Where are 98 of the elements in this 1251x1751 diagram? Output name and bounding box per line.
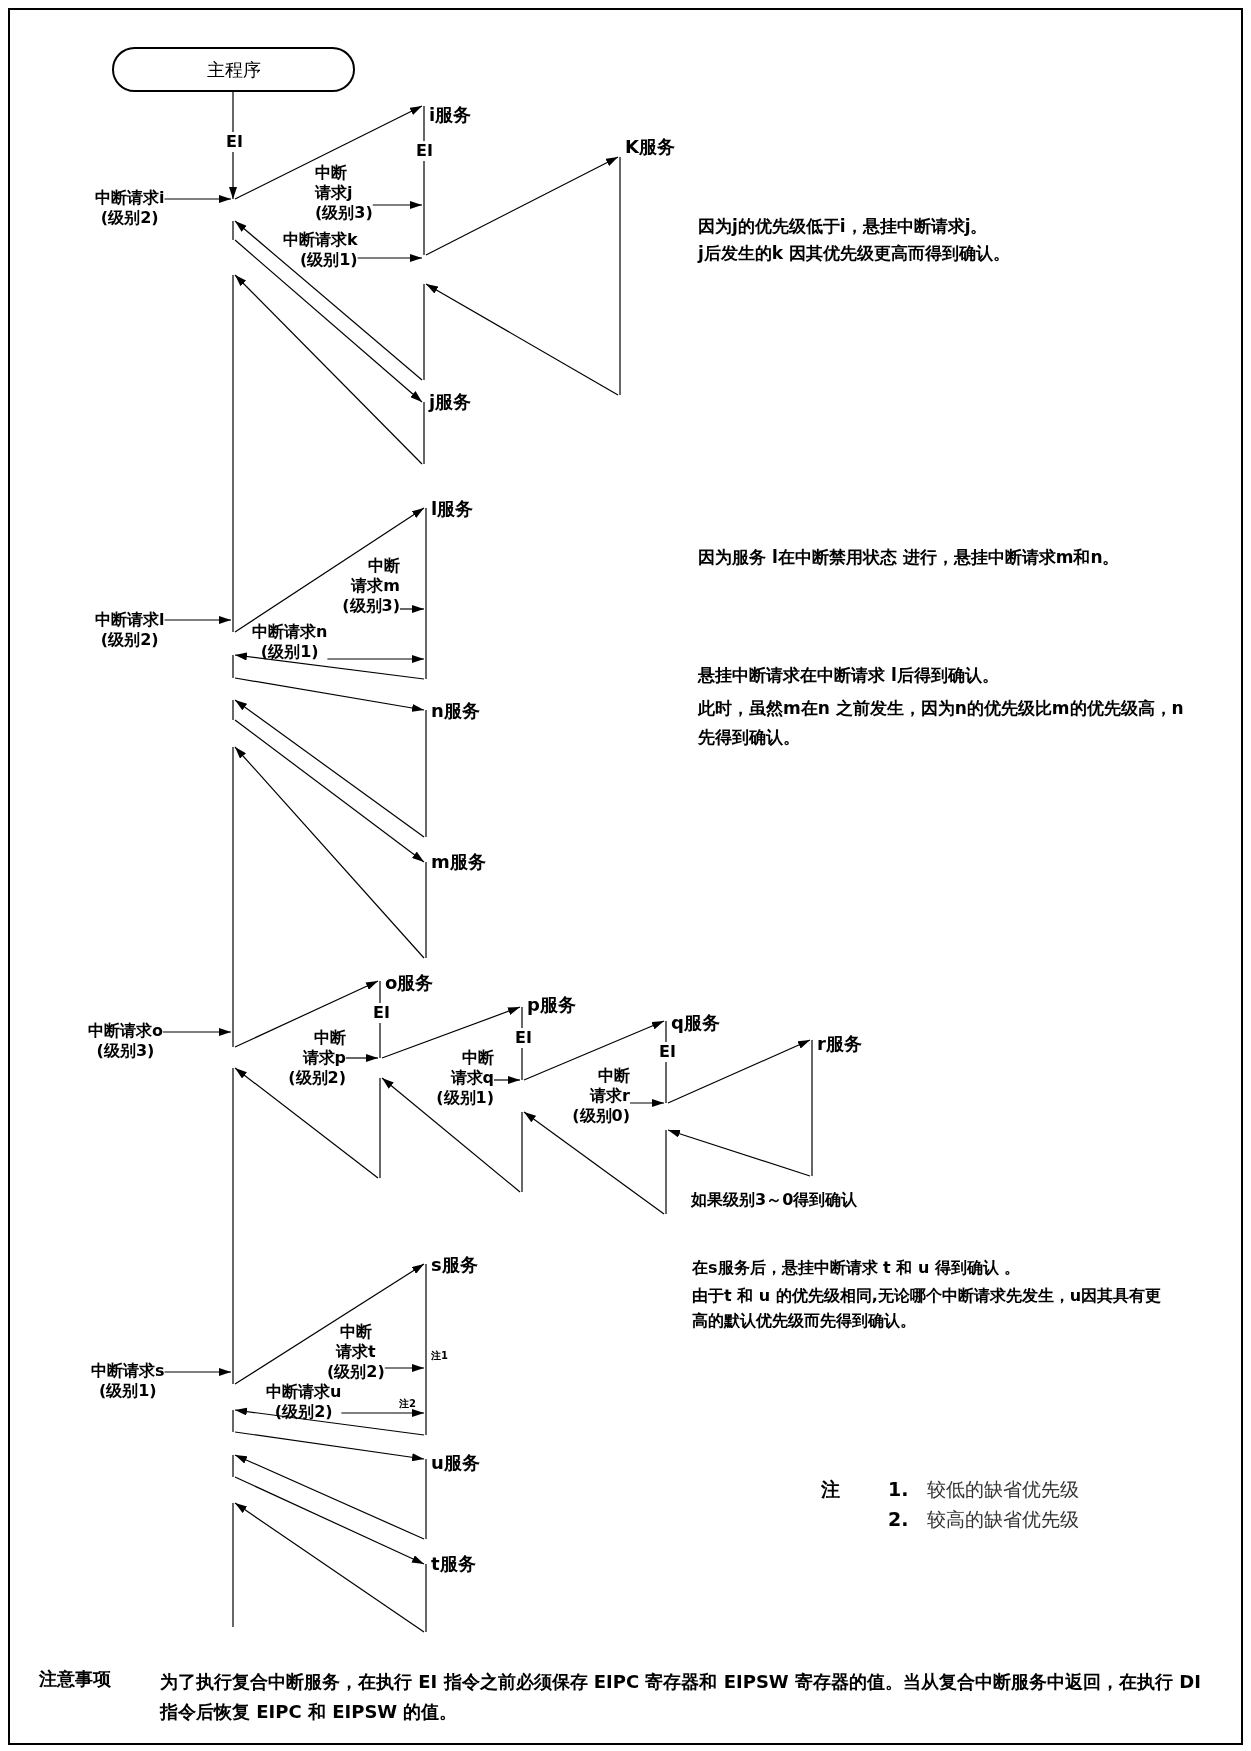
- arrow: [425, 156, 619, 256]
- arrow: [234, 746, 425, 959]
- instruction-label: EI: [372, 1003, 391, 1023]
- note-text: 较高的缺省优先级: [927, 1507, 1079, 1531]
- arrow: [234, 719, 425, 863]
- interrupt-request-label: 中断请求k (级别1): [283, 230, 358, 270]
- interrupt-request-label: 中断请求q (级别1): [436, 1048, 494, 1108]
- arrow: [345, 1054, 379, 1062]
- arrow: [381, 1006, 521, 1059]
- note-heading: 注: [821, 1477, 840, 1501]
- arrow: [229, 91, 237, 200]
- interrupt-request-label: 中断请求r (级别0): [572, 1066, 630, 1126]
- note-number: 1.: [888, 1477, 909, 1501]
- footnote-mark: 注1: [431, 1349, 448, 1362]
- timeline-line: [424, 508, 428, 679]
- caution-text: 为了执行复合中断服务，在执行 EI 指令之前必须保存 EIPC 寄存器和 EIPSW 寄存器的值。当从复合中断服务中返回，在执行 DI 指令后恢复 EIPC 和 EIPSW 的值。: [160, 1670, 1202, 1724]
- arrow: [234, 652, 425, 680]
- arrow: [667, 1039, 811, 1104]
- instruction-label: EI: [514, 1028, 533, 1048]
- arrow: [162, 1028, 232, 1036]
- note-text: 因为j的优先级低于i，悬挂中断请求j。: [698, 216, 988, 237]
- service-label: q服务: [671, 1012, 720, 1034]
- note-number: 2.: [888, 1507, 909, 1531]
- service-label: s服务: [431, 1254, 478, 1276]
- arrow: [629, 1099, 665, 1107]
- arrow: [234, 980, 379, 1048]
- interrupt-request-label: 中断请求t (级别2): [327, 1322, 385, 1382]
- service-label: t服务: [431, 1553, 476, 1575]
- arrow: [234, 1431, 425, 1462]
- timeline-line: [810, 1040, 814, 1176]
- timeline-line: [424, 862, 428, 958]
- arrow: [234, 105, 423, 200]
- arrow: [340, 1409, 425, 1417]
- arrow: [234, 1476, 425, 1565]
- arrow: [326, 655, 425, 663]
- service-label: m服务: [431, 851, 486, 873]
- timeline-line: [424, 1564, 428, 1632]
- arrow: [667, 1129, 811, 1177]
- arrow: [234, 1407, 425, 1436]
- arrow: [234, 1067, 379, 1179]
- timeline-line: [424, 710, 428, 837]
- service-label: j服务: [429, 391, 472, 413]
- terminal-box: 主程序: [112, 47, 355, 92]
- note-text: 由于t 和 u 的优先级相同,无论哪个中断请求先发生，u因其具有更高的默认优先级而先得到确认。: [692, 1285, 1162, 1332]
- instruction-label: EI: [658, 1042, 677, 1062]
- service-label: o服务: [385, 972, 434, 994]
- service-label: i服务: [429, 104, 472, 126]
- caution-heading: 注意事项: [39, 1667, 111, 1690]
- timeline-line: [618, 157, 622, 395]
- arrow: [399, 605, 425, 613]
- arrow: [234, 677, 425, 712]
- service-label: n服务: [431, 700, 480, 722]
- service-label: p服务: [527, 994, 576, 1016]
- interrupt-request-label: 中断请求n (级别1): [252, 622, 328, 662]
- instruction-label: EI: [415, 141, 434, 161]
- note-text: 在s服务后，悬挂中断请求 t 和 u 得到确认 。: [692, 1258, 1021, 1278]
- interrupt-request-label: 中断请求l (级别2): [95, 610, 165, 650]
- arrow: [163, 195, 232, 203]
- service-label: K服务: [625, 136, 675, 158]
- note-text: 较低的缺省优先级: [927, 1477, 1079, 1501]
- arrow: [234, 699, 425, 838]
- note-text: 如果级别3～0得到确认: [691, 1190, 858, 1210]
- interrupt-request-label: 中断请求j (级别3): [315, 163, 373, 223]
- interrupt-request-label: 中断请求u (级别2): [266, 1382, 342, 1422]
- arrow: [357, 254, 423, 262]
- arrow: [234, 1454, 425, 1540]
- note-text: 因为服务 l在中断禁用状态 进行，悬挂中断请求m和n。: [698, 546, 1121, 569]
- arrow: [425, 283, 619, 396]
- service-label: r服务: [817, 1033, 862, 1055]
- footnote-mark: 注2: [399, 1397, 416, 1410]
- arrow: [523, 1111, 665, 1215]
- instruction-label: EI: [225, 132, 244, 152]
- interrupt-request-label: 中断请求i (级别2): [95, 188, 165, 228]
- arrow: [234, 1502, 425, 1633]
- service-label: u服务: [431, 1452, 480, 1474]
- timeline-line: [424, 1264, 428, 1435]
- timeline-line: [422, 402, 426, 464]
- interrupt-request-label: 中断请求p (级别2): [288, 1028, 346, 1088]
- arrow: [163, 1368, 232, 1376]
- arrow: [381, 1077, 521, 1193]
- interrupt-request-label: 中断请求s (级别1): [91, 1361, 165, 1401]
- timeline-line: [424, 1459, 428, 1539]
- arrow: [372, 201, 423, 209]
- arrow: [234, 507, 425, 633]
- arrow: [234, 220, 423, 381]
- arrow: [384, 1364, 425, 1372]
- arrow: [234, 1263, 425, 1385]
- service-label: l服务: [431, 498, 474, 520]
- note-text: 此时，虽然m在n 之前发生，因为n的优先级比m的优先级高，n先得到确认。: [698, 697, 1185, 749]
- arrow: [234, 274, 423, 465]
- arrow: [234, 239, 423, 403]
- arrow: [523, 1020, 665, 1081]
- note-text: j后发生的k 因其优先级更高而得到确认。: [698, 243, 1011, 264]
- arrow: [163, 616, 232, 624]
- note-text: 悬挂中断请求在中断请求 l后得到确认。: [698, 665, 999, 686]
- interrupt-request-label: 中断请求o (级别3): [88, 1021, 163, 1061]
- arrow: [493, 1076, 521, 1084]
- interrupt-request-label: 中断请求m (级别3): [342, 556, 400, 616]
